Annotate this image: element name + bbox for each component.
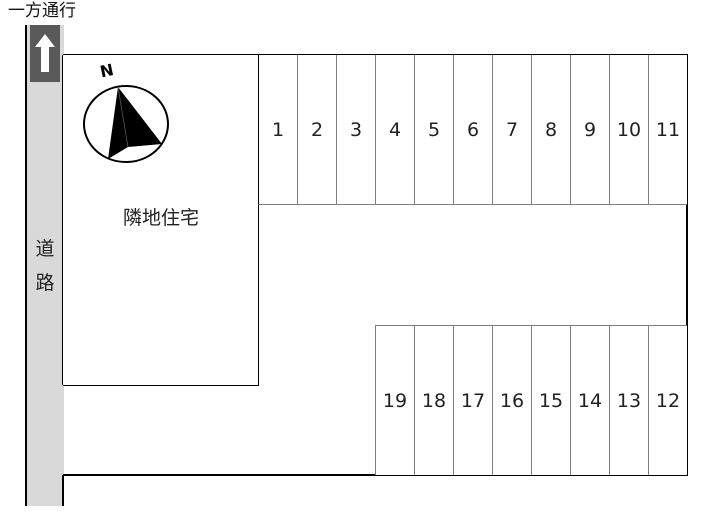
north-arrow-compass-icon: N <box>82 58 174 166</box>
parking-space[interactable]: 10 <box>609 55 648 205</box>
parking-space[interactable]: 2 <box>297 55 336 205</box>
road-label-char-1: 道 <box>35 238 55 260</box>
neighbor-house-label: 隣地住宅 <box>122 207 199 229</box>
parking-space[interactable]: 1 <box>258 55 297 205</box>
parking-space[interactable]: 13 <box>609 325 648 475</box>
parking-space[interactable]: 12 <box>648 325 687 475</box>
lot-outline-bottom <box>63 474 688 476</box>
one-way-label: 一方通行 <box>8 1 76 21</box>
lot-outline-right <box>686 54 688 476</box>
parking-space[interactable]: 7 <box>492 55 531 205</box>
one-way-arrow-sign <box>30 25 60 82</box>
parking-space[interactable]: 16 <box>492 325 531 475</box>
road-label: 道 路 <box>27 232 63 300</box>
parking-space[interactable]: 9 <box>570 55 609 205</box>
parking-row-bottom: 19 18 17 16 15 14 13 12 <box>375 325 687 476</box>
svg-text:N: N <box>98 60 115 81</box>
parking-space[interactable]: 8 <box>531 55 570 205</box>
road <box>25 25 64 506</box>
parking-space[interactable]: 3 <box>336 55 375 205</box>
parking-space[interactable]: 19 <box>375 325 414 475</box>
arrow-up-icon <box>35 34 55 72</box>
parking-space[interactable]: 15 <box>531 325 570 475</box>
parking-space[interactable]: 17 <box>453 325 492 475</box>
parking-space[interactable]: 14 <box>570 325 609 475</box>
parking-row-top: 1 2 3 4 5 6 7 8 9 10 11 <box>258 55 687 206</box>
parking-space[interactable]: 18 <box>414 325 453 475</box>
road-border-lower <box>62 475 64 506</box>
road-label-char-2: 路 <box>35 272 55 294</box>
parking-space[interactable]: 4 <box>375 55 414 205</box>
parking-space[interactable]: 11 <box>648 55 687 205</box>
parking-space[interactable]: 5 <box>414 55 453 205</box>
parking-space[interactable]: 6 <box>453 55 492 205</box>
